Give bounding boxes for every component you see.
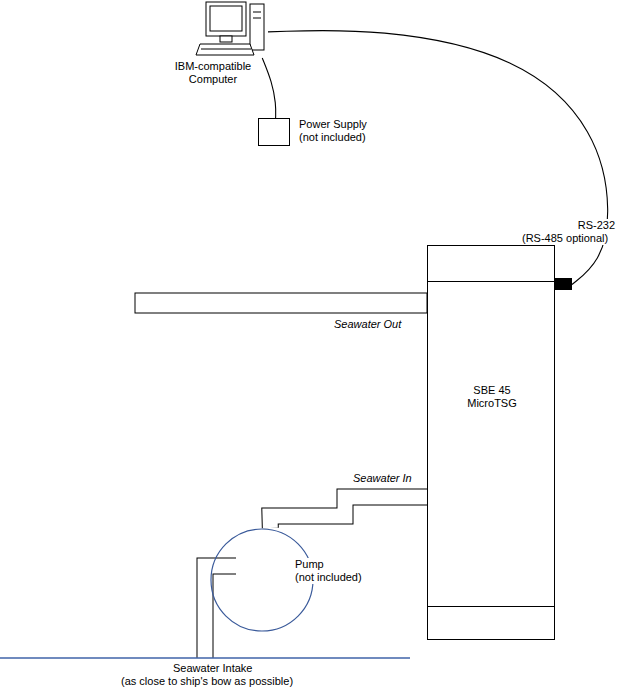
connector-label: RS-232 [521,219,616,232]
node-label: (not included) [294,571,363,584]
water-line [0,657,410,659]
power-cable [262,58,275,118]
computer-node: IBM-compatible Computer [196,0,268,58]
computer-icon [196,2,264,55]
housing-divider [428,281,554,282]
intake-note: (as close to ship's bow as possible) [120,675,294,688]
pipe-bore [270,497,427,528]
connector-plug [555,278,572,290]
node-label: Power Supply (not included) [299,118,375,144]
connector-label: Seawater In [352,472,413,485]
housing-divider [428,606,554,607]
outlet-label: Seawater Out [333,318,402,331]
intake-label: Seawater Intake [172,662,254,675]
pump-circle: Pump(not included) [210,528,314,632]
power-supply-box: Power Supply (not included) [258,118,290,146]
node-label: IBM-compatible Computer [165,60,261,86]
cable-line [262,58,275,118]
node-label: Pump [294,558,325,571]
instrument-housing: SBE 45 MicroTSG [427,245,555,640]
interface-note: (RS-485 optional) [521,232,609,245]
pipe-wall [270,497,427,528]
intake-pipe-bore [205,566,236,660]
outlet-pipe [135,293,427,313]
node-label: SBE 45 MicroTSG [456,384,528,410]
seawater-in-pipe [270,497,427,528]
